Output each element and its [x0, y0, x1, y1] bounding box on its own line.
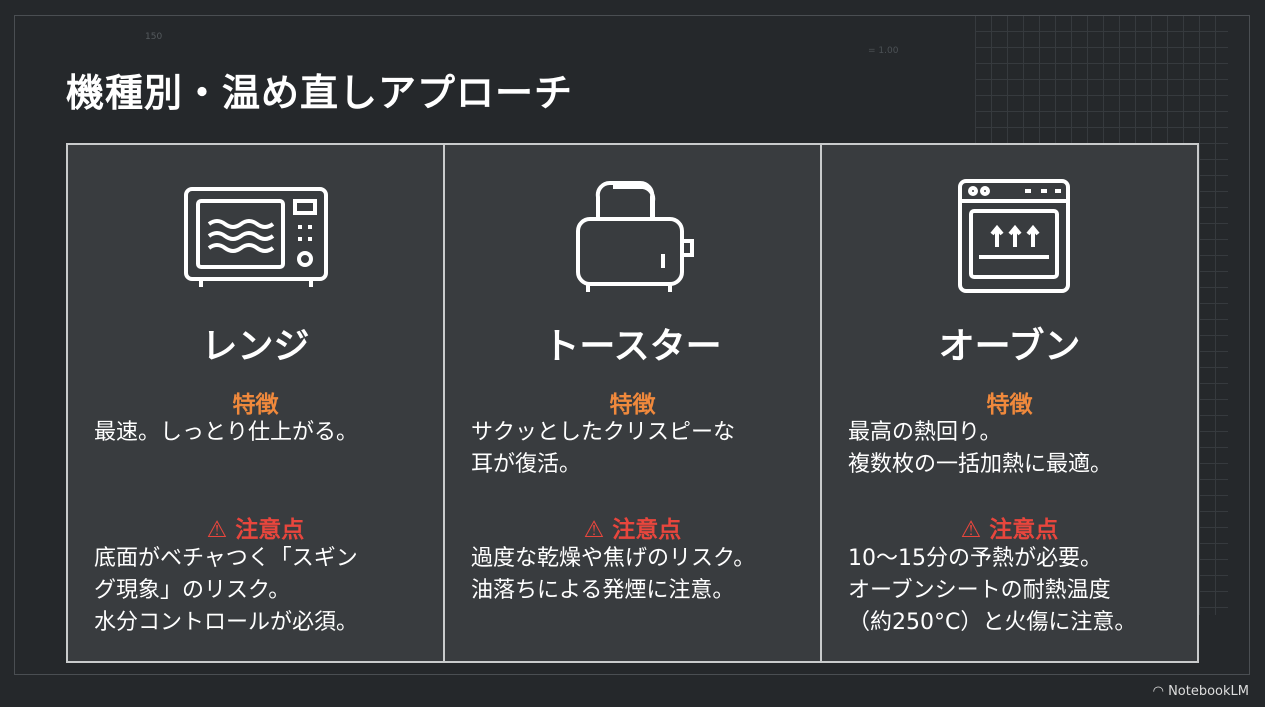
warning-label: ⚠ 注意点 — [960, 517, 1059, 543]
warning-text: 過度な乾燥や焦げのリスク。 油落ちによる発煙に注意。 — [471, 546, 756, 603]
oven-icon — [957, 179, 1070, 293]
feature-label: 特徴 — [232, 392, 279, 418]
warning-label: ⚠ 注意点 — [583, 517, 682, 543]
appliance-name: トースター — [543, 326, 722, 367]
microwave-icon — [183, 187, 328, 287]
warning-text: 底面がベチャつく「スギン グ現象」のリスク。 水分コントロールが必須。 — [94, 546, 359, 635]
blueprint-frame — [14, 15, 1250, 675]
toaster-icon — [575, 180, 694, 292]
feature-text: 最高の熱回り。 複数枚の一括加熱に最適。 — [848, 420, 1113, 477]
warning-label: ⚠ 注意点 — [206, 517, 305, 543]
scale-label: = 1.00 — [868, 46, 899, 56]
comparison-table: レンジ 特徴 最速。しっとり仕上がる。 ⚠ 注意点 底面がベチャつく「スギン グ… — [66, 143, 1199, 663]
brand-icon: ◠ — [1152, 684, 1169, 699]
page-title: 機種別・温め直しアプローチ — [66, 71, 574, 115]
appliance-name: オーブン — [938, 326, 1081, 367]
notebooklm-logo: ◠ NotebookLM — [1148, 682, 1253, 701]
column-microwave: レンジ 特徴 最速。しっとり仕上がる。 ⚠ 注意点 底面がベチャつく「スギン グ… — [68, 145, 445, 661]
feature-text: サクッとしたクリスピーな 耳が復活。 — [471, 420, 736, 477]
feature-label: 特徴 — [609, 392, 656, 418]
feature-label: 特徴 — [986, 392, 1033, 418]
feature-text: 最速。しっとり仕上がる。 — [94, 420, 359, 445]
column-toaster: トースター 特徴 サクッとしたクリスピーな 耳が復活。 ⚠ 注意点 過度な乾燥や… — [445, 145, 822, 661]
dimension-label: 150 — [145, 32, 163, 42]
brand-name: NotebookLM — [1168, 684, 1249, 699]
column-oven: オーブン 特徴 最高の熱回り。 複数枚の一括加熱に最適。 ⚠ 注意点 10〜15… — [822, 145, 1197, 661]
warning-text: 10〜15分の予熱が必要。 オーブンシートの耐熱温度 （約250°C）と火傷に注… — [848, 546, 1137, 635]
appliance-name: レンジ — [201, 326, 310, 367]
